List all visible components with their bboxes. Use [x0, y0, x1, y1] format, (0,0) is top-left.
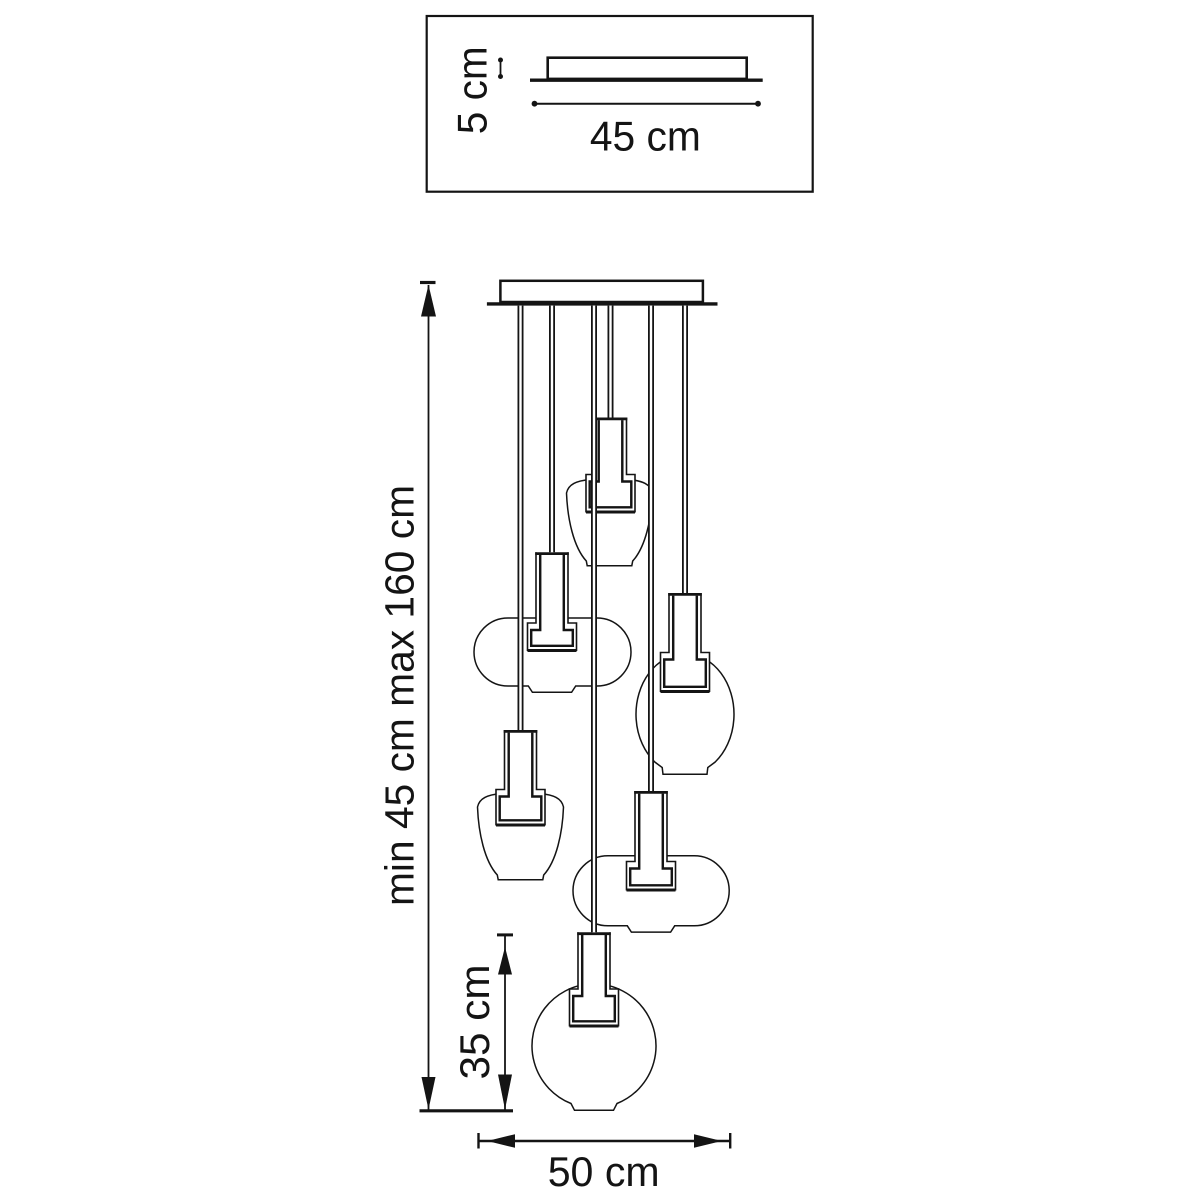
svg-text:5 cm: 5 cm — [449, 46, 496, 134]
svg-text:min 45 cm max 160 cm: min 45 cm max 160 cm — [377, 485, 423, 906]
svg-text:35 cm: 35 cm — [451, 965, 498, 1080]
svg-text:50 cm: 50 cm — [548, 1148, 660, 1195]
svg-text:45 cm: 45 cm — [590, 113, 701, 160]
